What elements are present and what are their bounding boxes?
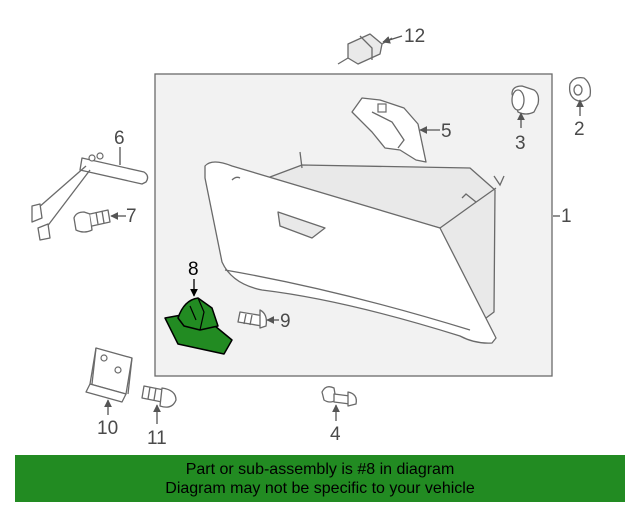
- plate-bracket-part-10[interactable]: [85, 347, 133, 403]
- callout-8[interactable]: 8: [188, 259, 199, 280]
- callout-2[interactable]: 2: [574, 119, 585, 140]
- callout-11[interactable]: 11: [147, 428, 167, 449]
- parts-diagram: 12 5 3 2 6 7 1 8 9 10 11 4: [31, 26, 592, 449]
- callout-1[interactable]: 1: [561, 206, 572, 227]
- callout-9[interactable]: 9: [280, 311, 291, 332]
- callout-4[interactable]: 4: [330, 424, 341, 445]
- callout-12[interactable]: 12: [404, 26, 425, 47]
- bumper-part-3[interactable]: [511, 85, 540, 115]
- banner-line-2: Diagram may not be specific to your vehi…: [165, 480, 475, 497]
- callout-3[interactable]: 3: [515, 133, 526, 154]
- callout-7[interactable]: 7: [126, 206, 137, 227]
- banner-line-1: Part or sub-assembly is #8 in diagram: [185, 461, 455, 478]
- leader-12: [382, 35, 403, 44]
- hinge-part-6[interactable]: [31, 152, 149, 241]
- bracket-part-5[interactable]: [351, 97, 427, 163]
- damper-part-12[interactable]: [337, 33, 393, 65]
- clip-part-4[interactable]: [321, 386, 357, 407]
- screw-part-11[interactable]: [141, 385, 177, 408]
- info-banner: Part or sub-assembly is #8 in diagram Di…: [15, 455, 625, 502]
- screw-part-7[interactable]: [73, 209, 111, 233]
- pin-part-9[interactable]: [237, 309, 268, 329]
- callout-10[interactable]: 10: [97, 418, 118, 439]
- callout-6[interactable]: 6: [114, 128, 125, 149]
- bumper-part-2[interactable]: [568, 76, 592, 102]
- callout-5[interactable]: 5: [441, 121, 452, 142]
- latch-part-8-highlighted[interactable]: [164, 297, 233, 355]
- glove-box-part-1[interactable]: [204, 151, 505, 344]
